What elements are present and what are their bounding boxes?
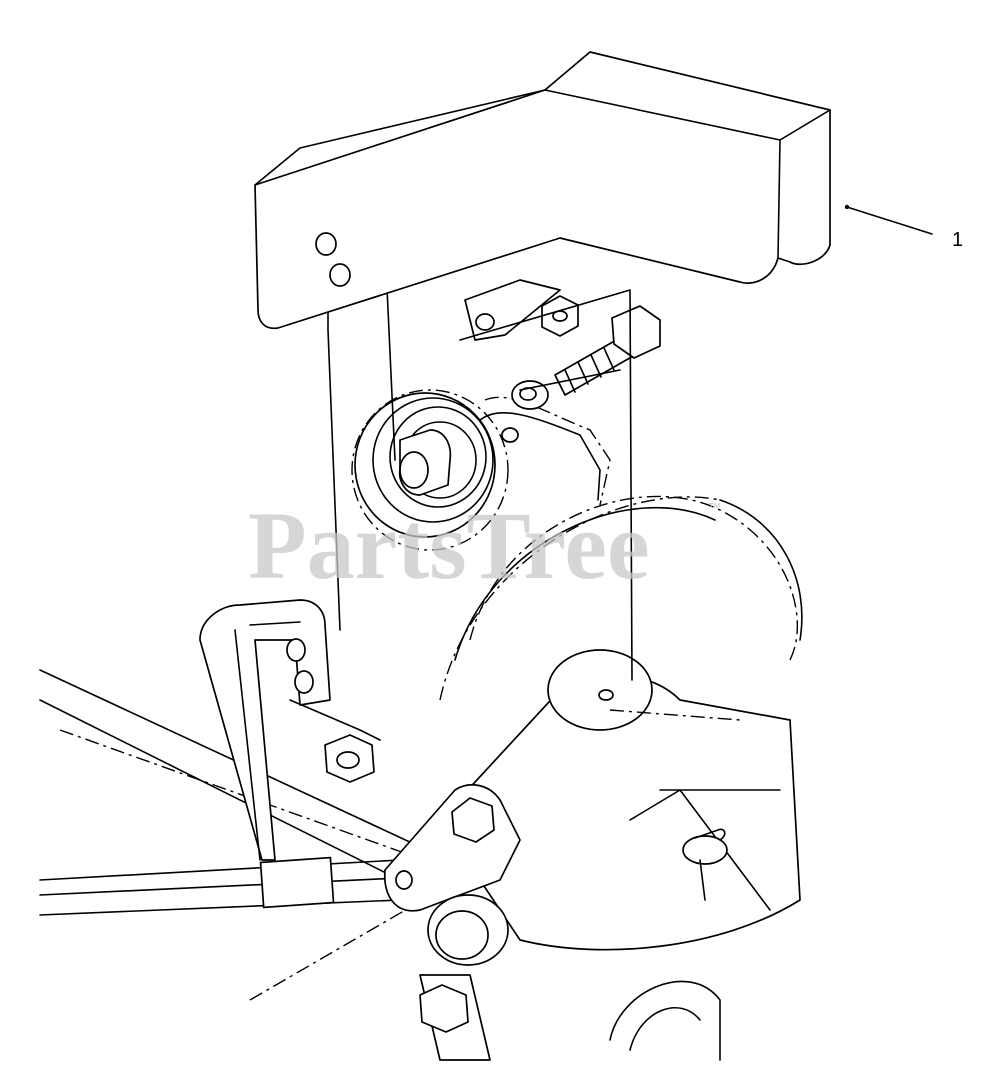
large-wheel xyxy=(439,495,803,701)
callout-label-1: 1 xyxy=(952,229,963,251)
callout-1: 1 xyxy=(844,204,963,251)
watermark-text: PartsTree xyxy=(248,492,650,599)
cotter-pin xyxy=(682,828,728,901)
hex-nut-lower xyxy=(324,734,375,783)
watermark: PartsTree ™ xyxy=(248,492,721,599)
watermark-trademark: ™ xyxy=(708,500,721,515)
pivot-arm xyxy=(384,783,521,966)
lower-bolt xyxy=(419,974,721,1061)
idler-pulley xyxy=(351,389,509,551)
idler-arm xyxy=(479,396,611,506)
upper-bracket xyxy=(464,279,579,341)
engine-housing xyxy=(439,649,801,951)
shoulder-bolt xyxy=(511,305,661,410)
belt-guide-bracket xyxy=(199,599,381,909)
belt-cover xyxy=(254,51,831,330)
